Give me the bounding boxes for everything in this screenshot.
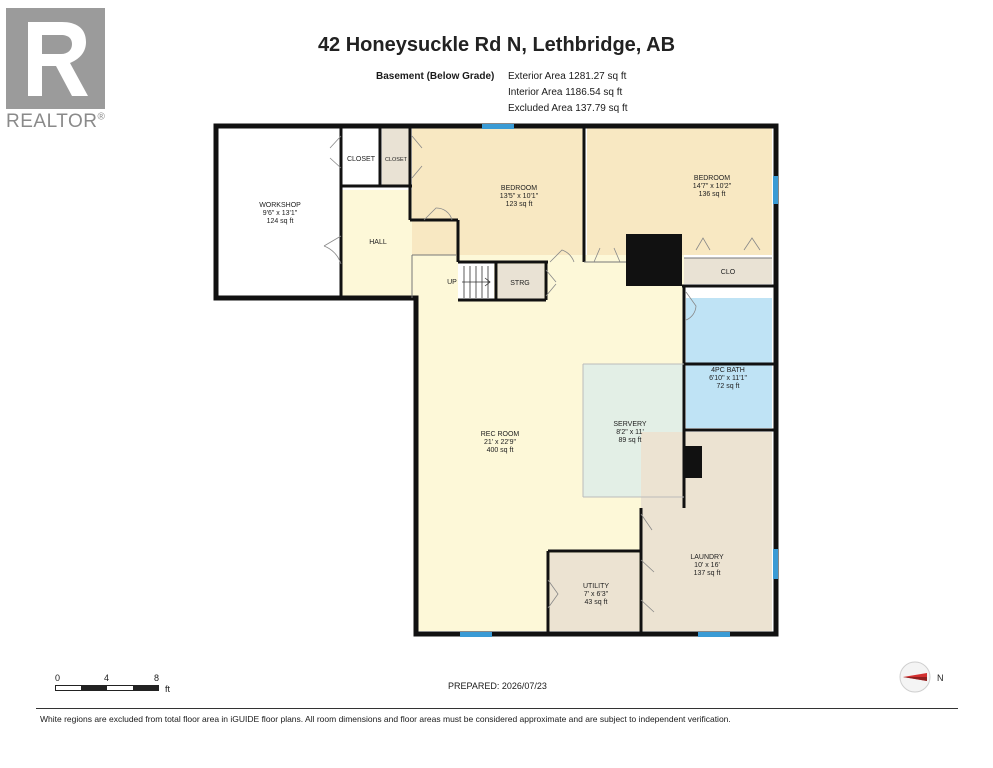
stairs — [462, 266, 491, 298]
laundry-area-text: 137 sq ft — [694, 570, 721, 577]
bath-dims: 6'10" x 11'1" — [709, 375, 747, 382]
r-letter-icon — [28, 22, 88, 96]
up-label: UP — [447, 279, 457, 286]
compass: N — [899, 660, 947, 694]
utility-area-text: 43 sq ft — [585, 599, 608, 606]
bedroom-area-1 — [412, 128, 583, 255]
closet-label-1: CLOSET — [347, 156, 376, 163]
clo-area — [684, 258, 772, 284]
bedroom-dims-2: 14'7" x 10'2" — [693, 183, 732, 190]
exterior-walls — [213, 123, 779, 637]
bedroom-label-1: BEDROOM — [501, 185, 537, 192]
interior-area: Interior Area 1186.54 sq ft — [508, 87, 623, 98]
window-bedroom-1 — [482, 124, 514, 129]
workshop-area — [219, 128, 341, 296]
rec-room-area-text: 400 sq ft — [487, 447, 514, 454]
clo-label: CLO — [721, 269, 736, 276]
closet-label-2: CLOSET — [385, 157, 408, 163]
scale-bar: 0 4 8 ft — [55, 673, 175, 697]
prepared-date: PREPARED: 2026/07/23 — [448, 681, 547, 691]
disclaimer-text: White regions are excluded from total fl… — [40, 714, 731, 724]
bedroom-dims-1: 13'5" x 10'1" — [500, 193, 539, 200]
realtor-wordmark: REALTOR® — [6, 111, 106, 132]
strg-label: STRG — [510, 280, 529, 287]
thin-walls — [411, 254, 772, 498]
servery-label: SERVERY — [613, 421, 647, 428]
laundry-label: LAUNDRY — [690, 554, 724, 561]
window-laundry-bottom — [698, 632, 730, 637]
scale-tick-4: 4 — [104, 673, 110, 683]
workshop-label: WORKSHOP — [259, 202, 301, 209]
bath-area-text: 72 sq ft — [717, 383, 740, 390]
utility-label: UTILITY — [583, 583, 609, 590]
exterior-area: Exterior Area 1281.27 sq ft — [508, 71, 627, 82]
wall-block — [684, 446, 702, 478]
rec-room-dims: 21' x 22'9" — [484, 439, 517, 446]
compass-icon: N — [899, 661, 944, 693]
servery-dims: 8'2" x 11' — [616, 429, 644, 436]
interior-walls — [339, 128, 776, 634]
bedroom-area-2 — [587, 128, 772, 255]
closet-area-1 — [341, 128, 379, 186]
scale-tick-0: 0 — [55, 673, 61, 683]
strg-area — [498, 264, 544, 300]
chimney-block — [626, 234, 682, 286]
scale-tick-8: 8 — [154, 673, 160, 683]
workshop-area-text: 124 sq ft — [267, 218, 294, 225]
scale-unit: ft — [165, 684, 171, 694]
door-swings — [323, 135, 761, 613]
bedroom-area-text-2: 136 sq ft — [699, 191, 726, 198]
footer-divider — [36, 708, 958, 709]
window-bedroom-2 — [773, 176, 778, 204]
hall-label: HALL — [369, 239, 387, 246]
utility-area — [550, 553, 639, 631]
bedroom-label-2: BEDROOM — [694, 175, 730, 182]
workshop-dims: 9'6" x 13'1" — [263, 210, 298, 217]
realtor-logo: REALTOR® — [6, 8, 106, 132]
scale-bar-graphic — [55, 685, 159, 691]
page-title: 42 Honeysuckle Rd N, Lethbridge, AB — [317, 34, 676, 56]
excluded-area: Excluded Area 137.79 sq ft — [508, 103, 628, 114]
windows — [460, 124, 778, 637]
servery-area-text: 89 sq ft — [619, 437, 642, 444]
window-rec-room — [460, 632, 492, 637]
level-label: Basement (Below Grade) — [376, 71, 495, 82]
window-laundry — [773, 549, 778, 579]
bedroom-area-text-1: 123 sq ft — [506, 201, 533, 208]
realtor-logo-mark — [6, 8, 105, 109]
closet-area-2 — [382, 128, 410, 186]
utility-dims: 7' x 6'3" — [584, 591, 609, 598]
laundry-area — [641, 432, 772, 631]
compass-n-label: N — [937, 673, 944, 683]
rec-room-label: REC ROOM — [481, 431, 520, 438]
laundry-dims: 10' x 16' — [694, 562, 720, 569]
bath-label: 4PC BATH — [711, 367, 745, 374]
